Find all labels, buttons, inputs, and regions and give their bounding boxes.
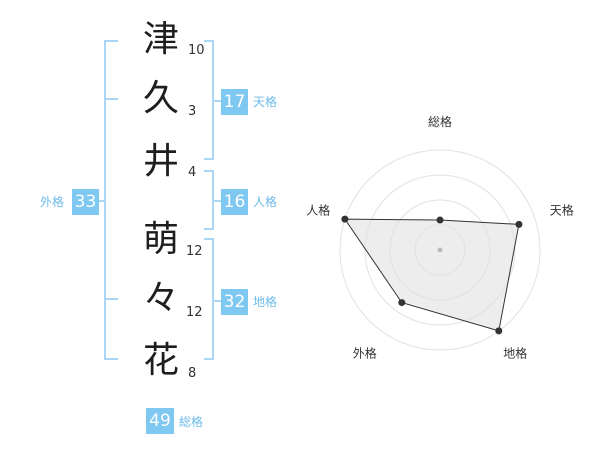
- jinkaku-label: 人格: [253, 195, 278, 209]
- soukaku-value-badge: 49: [146, 408, 174, 434]
- radar-axis-label-3: 地格: [503, 346, 527, 361]
- radar-point-2: [515, 220, 523, 228]
- tenkaku-label: 天格: [253, 95, 278, 109]
- gaikaku-value-badge: 33: [72, 189, 99, 215]
- name-char-2: 久: [142, 78, 179, 119]
- radar-data-polygon: [343, 218, 520, 332]
- stroke-count-6: 8: [188, 366, 197, 381]
- name-char-4: 萌: [142, 219, 179, 260]
- radar-grid: [339, 149, 541, 351]
- radar-axis-label-1: 総格: [428, 114, 452, 129]
- stroke-count-4: 12: [186, 244, 203, 259]
- chikaku-label: 地格: [253, 295, 278, 309]
- name-char-6: 花: [142, 340, 179, 381]
- chikaku-value-badge: 32: [221, 289, 248, 315]
- radar-point-5: [341, 215, 349, 223]
- stroke-count-5: 12: [186, 305, 203, 320]
- radar-axis-label-5: 人格: [306, 202, 330, 217]
- name-char-1: 津: [142, 19, 179, 60]
- radar-axis-label-4: 外格: [353, 346, 377, 361]
- stroke-count-3: 4: [188, 165, 197, 180]
- radar-point-4: [398, 299, 406, 307]
- gaikaku-label: 外格: [40, 195, 65, 209]
- radar-point-3: [495, 327, 503, 335]
- soukaku-label: 総格: [179, 415, 204, 429]
- tenkaku-value-badge: 17: [221, 89, 248, 115]
- stroke-count-2: 3: [188, 104, 197, 119]
- radar-data-points: [341, 215, 523, 335]
- radar-axis-label-2: 天格: [550, 202, 574, 217]
- name-char-5: 々: [142, 278, 179, 319]
- radar-ring-2: [389, 199, 491, 301]
- stroke-count-1: 10: [188, 43, 205, 58]
- radar-ring-4: [339, 149, 541, 351]
- radar-point-1: [436, 216, 444, 224]
- radar-ring-1: [414, 224, 466, 276]
- radar-center-dot: [437, 247, 443, 253]
- name-char-3: 井: [142, 141, 179, 182]
- jinkaku-value-badge: 16: [221, 189, 248, 215]
- radar-ring-3: [364, 174, 516, 326]
